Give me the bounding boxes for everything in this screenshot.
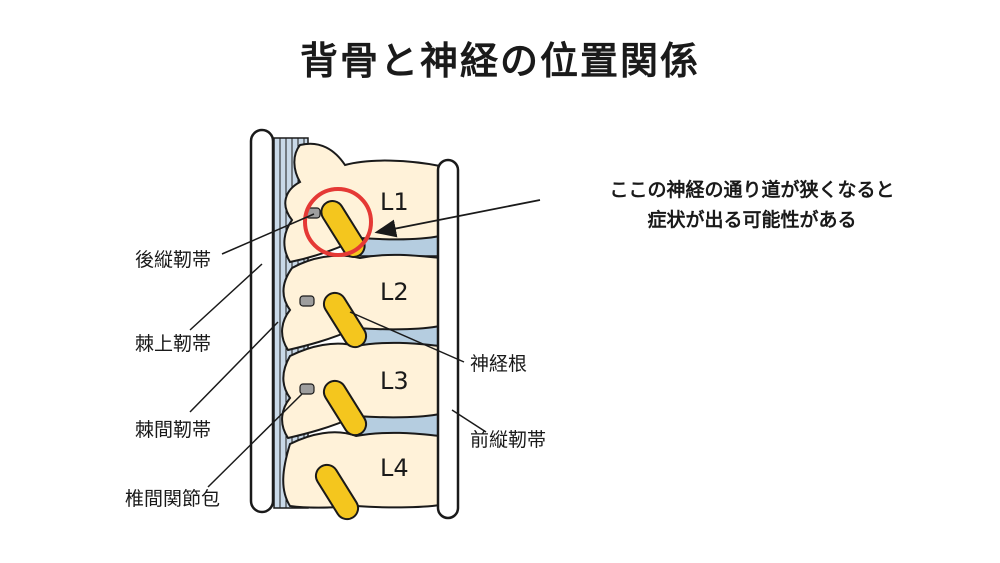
label-posterior-longitudinal-ligament: 後縦靭帯 bbox=[135, 249, 211, 271]
vertebra-l2 bbox=[281, 253, 441, 352]
label-l1: L1 bbox=[380, 188, 409, 216]
label-supraspinous-ligament: 棘上靭帯 bbox=[135, 333, 211, 355]
callout-arrow bbox=[374, 199, 541, 238]
vertebra-l4 bbox=[282, 431, 441, 509]
vertebra-l1 bbox=[283, 142, 441, 264]
label-l4: L4 bbox=[380, 454, 409, 482]
leader-lines bbox=[189, 213, 487, 488]
callout-line-2: 症状が出る可能性がある bbox=[647, 208, 856, 231]
label-nerve-root: 神経根 bbox=[470, 353, 527, 375]
highlight-circle bbox=[303, 187, 373, 257]
label-l3: L3 bbox=[380, 367, 409, 395]
nerve-roots bbox=[314, 200, 368, 521]
label-anterior-longitudinal-ligament: 前縦靭帯 bbox=[470, 429, 546, 451]
callout-line-1: ここの神経の通り道が狭くなると bbox=[609, 178, 894, 201]
supraspinous-ligament bbox=[249, 128, 275, 514]
label-interspinous-ligament: 棘間靭帯 bbox=[135, 419, 211, 441]
label-l2: L2 bbox=[380, 278, 409, 306]
page-title: 背骨と神経の位置関係 bbox=[299, 39, 700, 83]
label-facet-capsule: 椎間関節包 bbox=[125, 488, 220, 510]
anterior-longitudinal-ligament bbox=[436, 158, 460, 520]
